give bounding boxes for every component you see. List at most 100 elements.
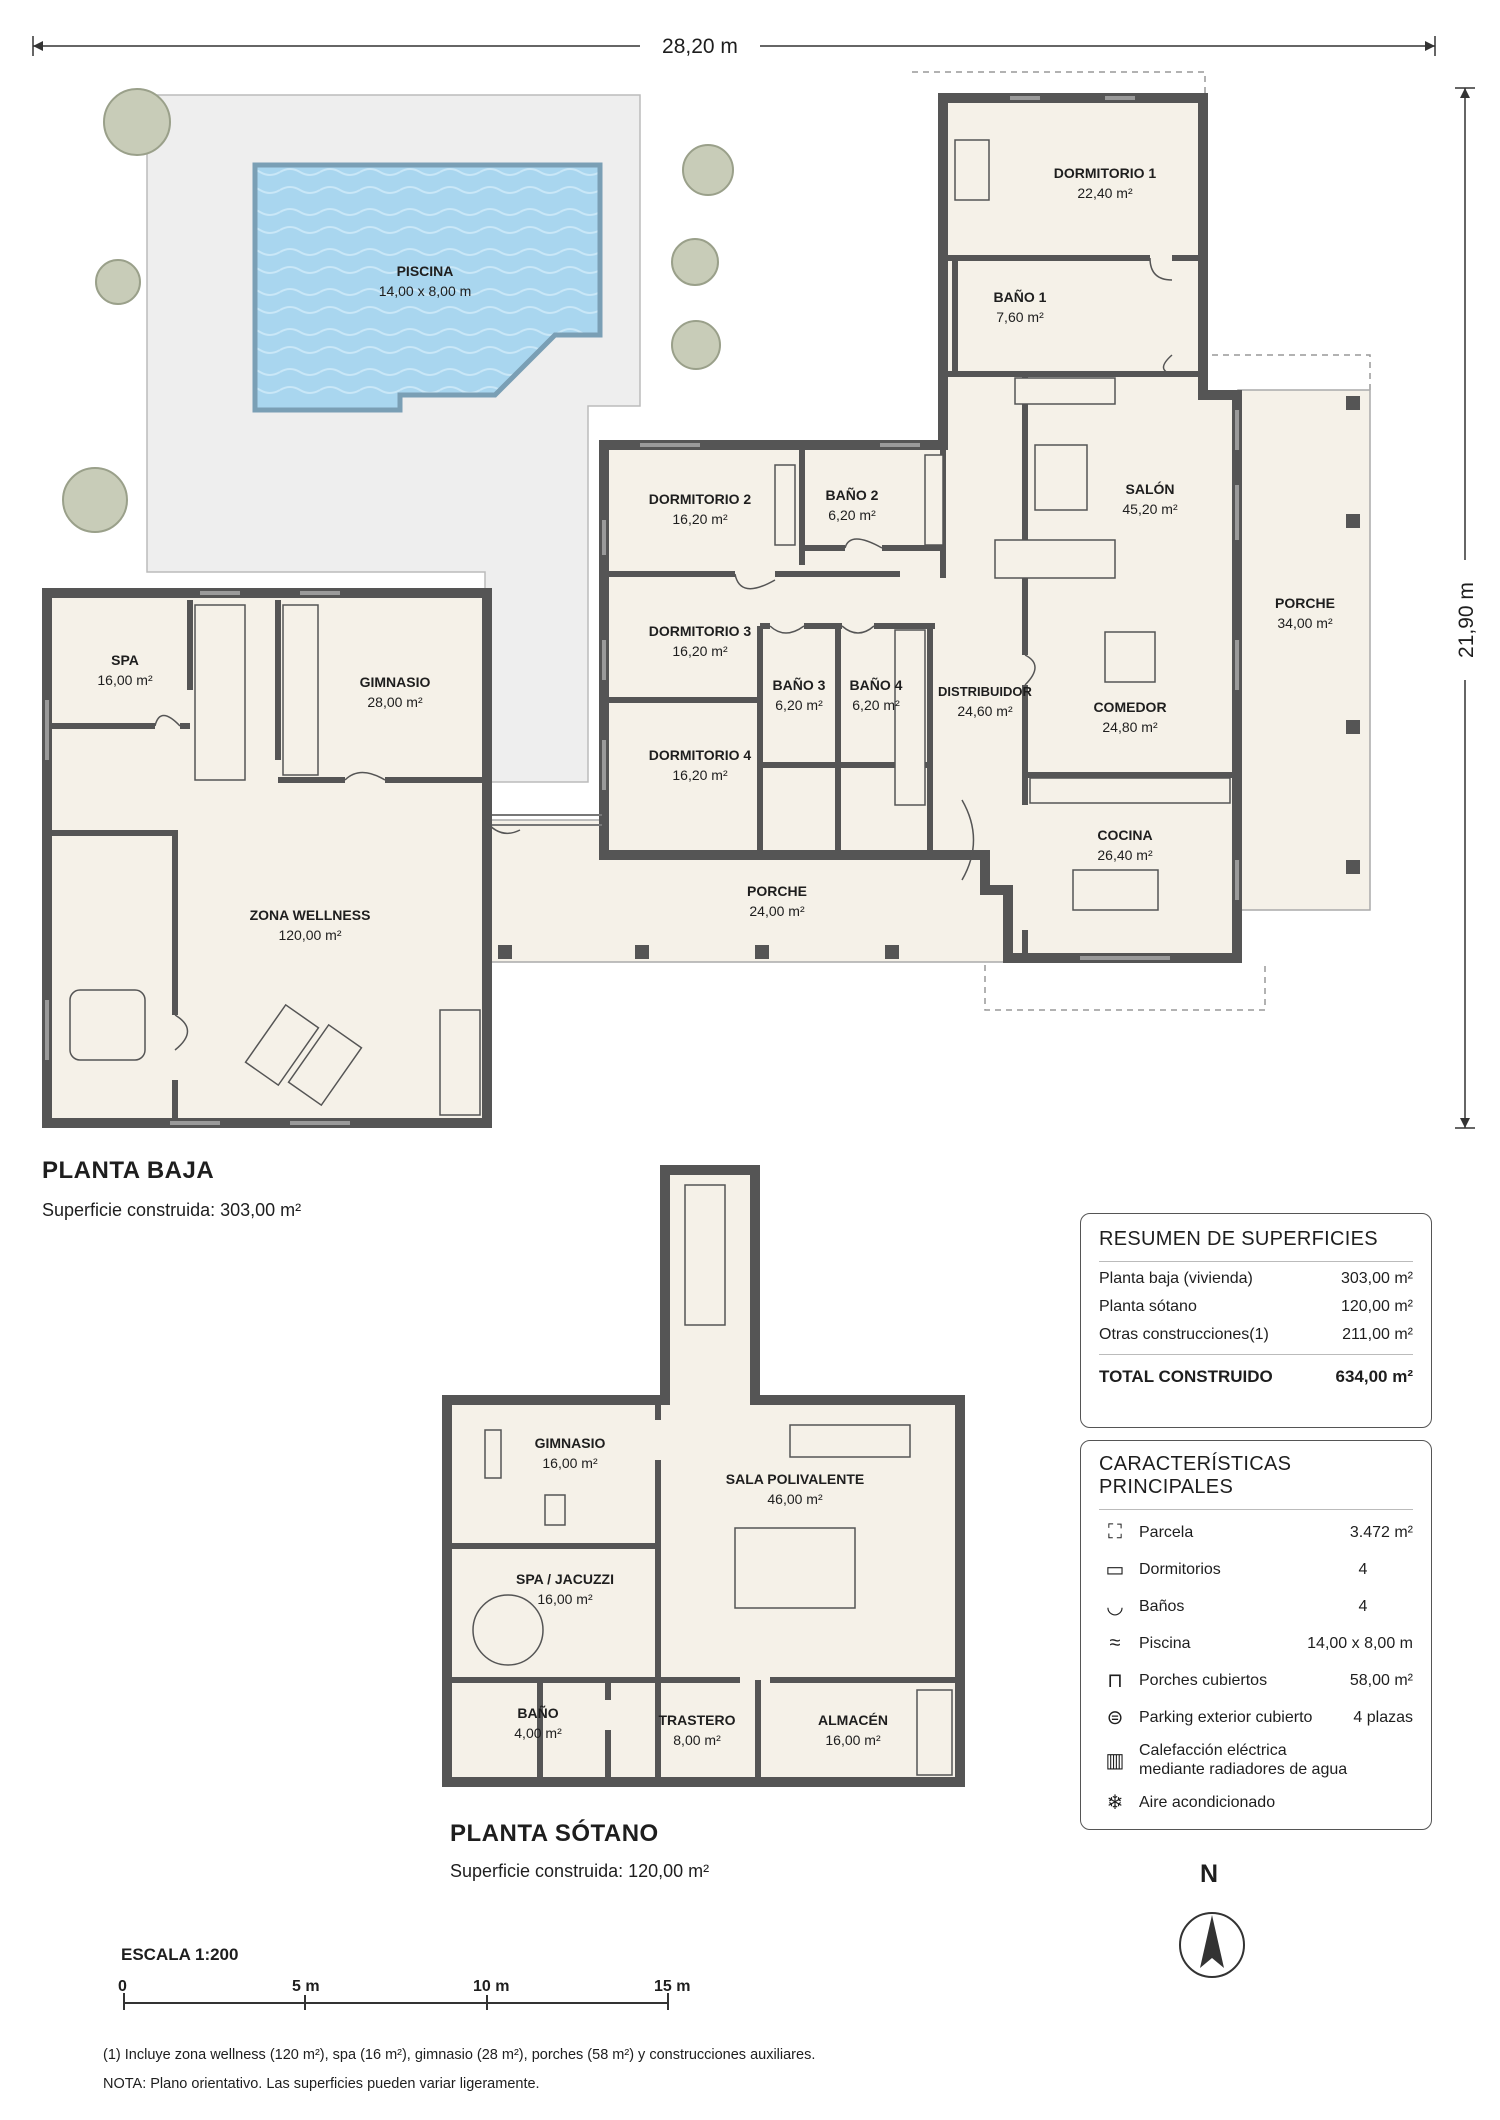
resumen-total-value: 634,00 m²	[1335, 1367, 1414, 1386]
room-name-porche-sur: PORCHE	[747, 883, 807, 899]
porch-outline-south	[984, 962, 1266, 1011]
room-name-dormitorio3: DORMITORIO 3	[649, 623, 752, 639]
room-area-bano1: 7,60 m²	[996, 309, 1044, 325]
stairs-icon	[194, 604, 246, 781]
footnote: (1) Incluye zona wellness (120 m²), spa …	[103, 2047, 816, 2063]
feature-label: Piscina	[1139, 1635, 1191, 1652]
resumen-value: 303,00 m²	[1340, 1270, 1413, 1287]
resumen-row: Otras construcciones(1) 211,00 m²	[1099, 1326, 1413, 1344]
resumen-title: RESUMEN DE SUPERFICIES	[1099, 1228, 1378, 1250]
feature-label: Aire acondicionado	[1139, 1794, 1276, 1811]
feature-label: Parcela	[1139, 1524, 1194, 1541]
room-name-trastero: TRASTERO	[659, 1712, 736, 1728]
jacuzzi-icon	[472, 1594, 544, 1666]
resumen-label: Planta baja (vivienda)	[1099, 1270, 1253, 1287]
scale-title: ESCALA 1:200	[121, 1945, 239, 1964]
planta-sotano-title: PLANTA SÓTANO	[450, 1820, 659, 1847]
feature-row: ≈ Piscina 14,00 x 8,00 m	[1099, 1625, 1414, 1662]
stairs-icon	[282, 604, 319, 776]
room-area-salon: 45,20 m²	[1122, 501, 1178, 517]
dimension-height: 21,90 m	[1455, 87, 1478, 1129]
room-name-salon: SALÓN	[1126, 480, 1175, 497]
room-area-sotano-gimnasio: 16,00 m²	[542, 1455, 598, 1471]
room-name-cocina: COCINA	[1097, 827, 1152, 843]
tree-icon	[671, 320, 721, 370]
scale-tick-label: 15 m	[654, 1978, 691, 1995]
dimension-width: 28,20 m	[32, 35, 1436, 58]
planta-baja-subtitle: Superficie construida: 303,00 m²	[42, 1200, 302, 1220]
feature-label: Dormitorios	[1139, 1561, 1221, 1578]
porch-icon: ⊓	[1107, 1670, 1123, 1692]
planta-baja-title: PLANTA BAJA	[42, 1157, 215, 1184]
gym-equipment-icon	[484, 1429, 502, 1479]
north-arrow	[1179, 1912, 1245, 1978]
room-area-dormitorio1: 22,40 m²	[1077, 185, 1133, 201]
lounger-icon	[287, 1023, 363, 1107]
radiator-icon: ▥	[1105, 1749, 1125, 1772]
snowflake-icon: ❄	[1106, 1792, 1124, 1814]
room-name-sotano-bano: BAÑO	[517, 1704, 558, 1721]
room-area-wellness: 120,00 m²	[278, 927, 341, 943]
scale-tick-label: 10 m	[473, 1978, 510, 1995]
room-area-distribuidor: 24,60 m²	[957, 703, 1013, 719]
resumen-value: 120,00 m²	[1340, 1298, 1413, 1315]
feature-value: 4 plazas	[1353, 1708, 1413, 1726]
dimension-width-label: 28,20 m	[662, 35, 738, 58]
porch-east	[1237, 389, 1371, 911]
tree-icon	[62, 467, 128, 533]
feature-label: Baños	[1139, 1598, 1185, 1615]
room-name-sotano-gimnasio: GIMNASIO	[535, 1435, 606, 1451]
caracteristicas-panel: CARACTERÍSTICAS PRINCIPALES ⛶ Parcela 3.…	[1080, 1440, 1432, 1830]
wardrobe	[924, 454, 944, 546]
room-name-comedor: COMEDOR	[1093, 699, 1166, 715]
room-name-bano4: BAÑO 4	[850, 676, 903, 693]
basement-furniture	[472, 1184, 953, 1776]
doors	[154, 257, 1173, 1051]
room-area-sotano-bano: 4,00 m²	[514, 1725, 562, 1741]
feature-value: 14,00 x 8,00 m	[1307, 1634, 1413, 1652]
feature-row: ▭ Dormitorios 4	[1099, 1551, 1413, 1588]
room-name-dormitorio4: DORMITORIO 4	[649, 747, 752, 763]
room-area-comedor: 24,80 m²	[1102, 719, 1158, 735]
room-area-dormitorio3: 16,20 m²	[672, 643, 728, 659]
basement-walls	[442, 1165, 965, 1787]
room-area-sotano-spa: 16,00 m²	[537, 1591, 593, 1607]
room-name-gimnasio: GIMNASIO	[360, 674, 431, 690]
kitchen-counter	[1029, 777, 1231, 804]
room-area-dormitorio4: 16,20 m²	[672, 767, 728, 783]
scale-tick-label: 5 m	[292, 1978, 320, 1995]
coffee-table	[1034, 444, 1088, 511]
room-name-bano2: BAÑO 2	[826, 486, 879, 503]
jacuzzi-icon	[69, 989, 146, 1061]
room-name-dormitorio1: DORMITORIO 1	[1054, 165, 1157, 181]
trees	[62, 88, 734, 533]
room-area-piscina: 14,00 x 8,00 m	[379, 283, 472, 299]
room-name-wellness: ZONA WELLNESS	[250, 907, 371, 923]
interior-walls	[52, 255, 1232, 1118]
scale-tick-label: 0	[118, 1978, 127, 1995]
car-icon: ⊜	[1106, 1707, 1124, 1729]
room-area-porche-sur: 24,00 m²	[749, 903, 805, 919]
north-label: N	[1200, 1860, 1219, 1888]
resumen-row: Planta sótano 120,00 m²	[1099, 1298, 1413, 1316]
dining-table	[1104, 631, 1156, 683]
kitchen-island	[1072, 869, 1159, 911]
stairs-icon	[439, 1009, 481, 1116]
tree-icon	[103, 88, 171, 156]
bed-icon	[954, 139, 990, 201]
room-area-gimnasio: 28,00 m²	[367, 694, 423, 710]
resumen-value: 211,00 m²	[1342, 1326, 1413, 1343]
resumen-panel: RESUMEN DE SUPERFICIES Planta baja (vivi…	[1080, 1213, 1432, 1428]
room-name-porche-este: PORCHE	[1275, 595, 1335, 611]
room-area-cocina: 26,40 m²	[1097, 847, 1153, 863]
room-area-bano3: 6,20 m²	[775, 697, 823, 713]
room-name-dormitorio2: DORMITORIO 2	[649, 491, 752, 507]
pool	[252, 162, 603, 413]
feature-value: 3.472 m²	[1349, 1523, 1413, 1541]
resumen-label: Planta sótano	[1099, 1298, 1197, 1315]
feature-value: 58,00 m²	[1349, 1671, 1413, 1689]
sofa-icon	[994, 539, 1116, 579]
pool-icon: ≈	[1109, 1632, 1121, 1654]
room-area-bano2: 6,20 m²	[828, 507, 876, 523]
tree-icon	[682, 144, 734, 196]
